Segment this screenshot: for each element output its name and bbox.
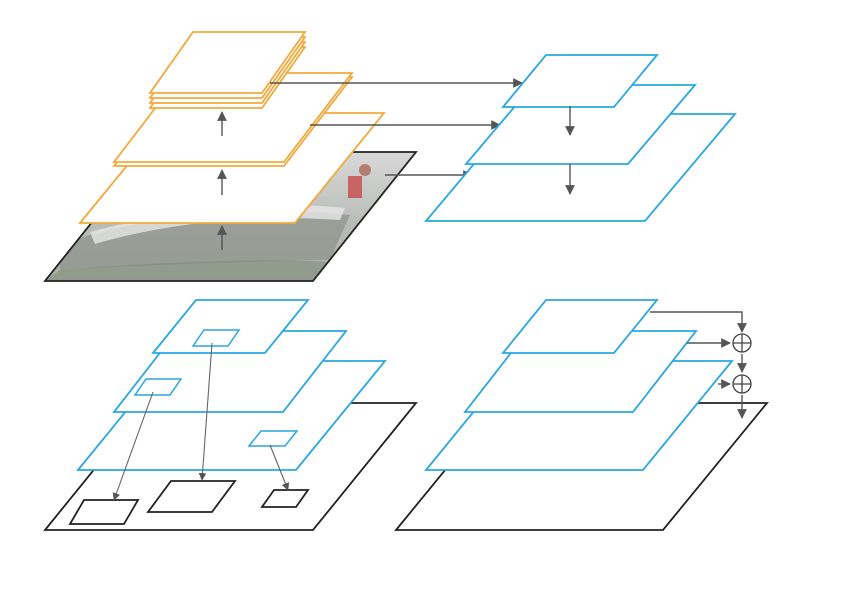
- circled-plus-icon: [732, 374, 752, 394]
- backbone-level-3-stack: [148, 31, 307, 109]
- roi-box-level-3: [191, 329, 241, 347]
- bottom-left-pyramid-level-3: [151, 299, 310, 354]
- mapping-arrow-right: [269, 444, 290, 491]
- roi-box-level-2: [133, 378, 183, 396]
- fusion-line-from-level-3: [650, 311, 747, 333]
- bottom-right-pyramid-level-3: [501, 299, 659, 354]
- image-roi-box-right: [260, 489, 310, 508]
- pyramid-level-3-map: [501, 54, 659, 108]
- bottom-right-panel: [394, 299, 769, 531]
- top-panel: [43, 31, 737, 282]
- mapping-arrow-middle: [198, 342, 213, 481]
- roi-mapping-arrows: [112, 342, 290, 501]
- image-roi-box-left: [68, 499, 140, 525]
- circled-plus-icon: [732, 333, 752, 353]
- lateral-connection-arrows: [270, 78, 523, 180]
- bottom-left-panel: [43, 299, 418, 531]
- roi-box-level-1: [247, 430, 299, 447]
- fusion-connections: [650, 311, 747, 419]
- mapping-arrow-left: [112, 391, 154, 501]
- image-roi-box-middle: [146, 480, 237, 513]
